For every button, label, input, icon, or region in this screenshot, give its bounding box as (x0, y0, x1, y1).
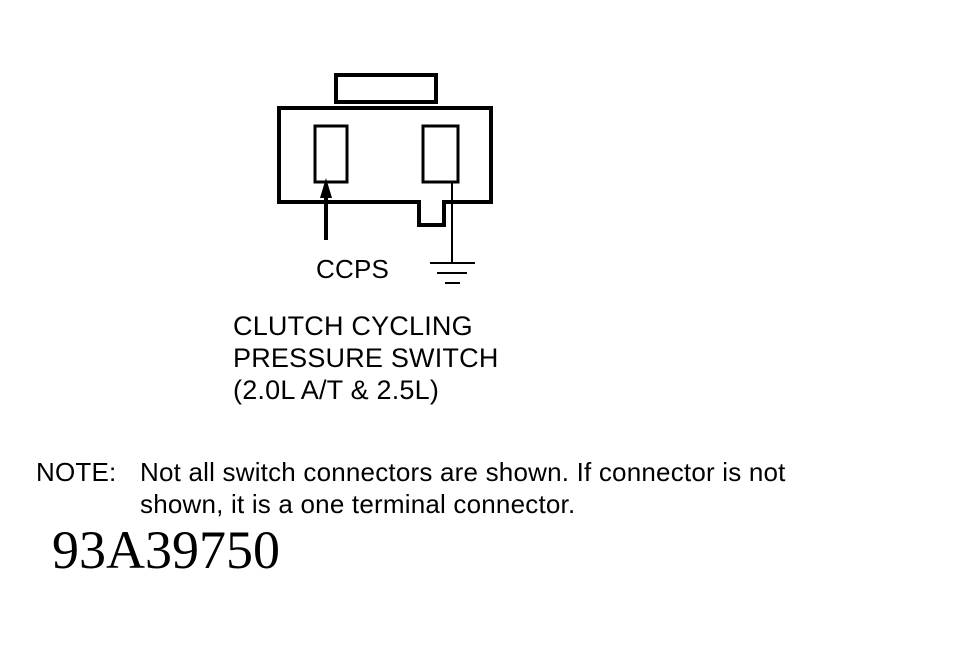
ccps-label: CCPS (316, 254, 390, 284)
description-line-2: PRESSURE SWITCH (233, 343, 499, 373)
note-block: NOTE: Not all switch connectors are show… (36, 456, 786, 520)
ground-symbol-icon (430, 262, 475, 284)
ccps-arrow-head (320, 178, 332, 198)
terminal-left (313, 124, 349, 184)
connector-lock-tab (334, 73, 438, 104)
note-indent (36, 488, 140, 520)
terminal-right (421, 124, 460, 184)
note-line-2: shown, it is a one terminal connector. (140, 489, 576, 519)
note-prefix: NOTE: (36, 457, 117, 487)
note-line-1: Not all switch connectors are shown. If … (140, 457, 786, 487)
description-line-3: (2.0L A/T & 2.5L) (233, 375, 440, 405)
figure-code: 93A39750 (52, 520, 280, 580)
component-description: CLUTCH CYCLING PRESSURE SWITCH (2.0L A/T… (233, 310, 499, 406)
description-line-1: CLUTCH CYCLING (233, 311, 473, 341)
